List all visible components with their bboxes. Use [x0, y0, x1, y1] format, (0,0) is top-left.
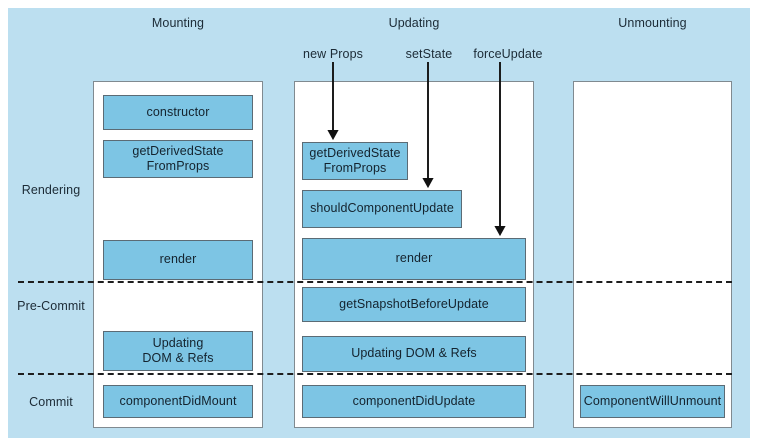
- method-box-mounting-render[interactable]: render: [103, 240, 253, 280]
- column-header-mounting: Mounting: [151, 16, 205, 30]
- trigger-label-new-props: new Props: [303, 47, 363, 61]
- phase-divider-pre-commit-to-commit: [18, 373, 732, 375]
- trigger-label-set-state: setState: [405, 47, 453, 61]
- method-box-updating-get-snapshot-before-update[interactable]: getSnapshotBeforeUpdate: [302, 287, 526, 322]
- phase-divider-render-to-pre-commit: [18, 281, 732, 283]
- method-box-mounting-component-did-mount[interactable]: componentDidMount: [103, 385, 253, 418]
- column-header-unmounting: Unmounting: [618, 16, 687, 30]
- column-header-updating: Updating: [388, 16, 440, 30]
- method-box-mounting-get-derived-state-from-props[interactable]: getDerivedState FromProps: [103, 140, 253, 178]
- method-box-updating-should-component-update[interactable]: shouldComponentUpdate: [302, 190, 462, 228]
- method-box-mounting-updating-dom-and-refs[interactable]: Updating DOM & Refs: [103, 331, 253, 371]
- phase-label-pre-commit: Pre-Commit: [17, 299, 85, 313]
- lane-unmounting: [573, 81, 732, 428]
- phase-label-commit: Commit: [29, 395, 73, 409]
- trigger-label-force-update: forceUpdate: [473, 47, 543, 61]
- method-box-mounting-constructor[interactable]: constructor: [103, 95, 253, 130]
- phase-label-rendering: Rendering: [21, 183, 81, 197]
- method-box-updating-component-did-update[interactable]: componentDidUpdate: [302, 385, 526, 418]
- method-box-updating-render[interactable]: render: [302, 238, 526, 280]
- method-box-unmounting-component-will-unmount[interactable]: ComponentWillUnmount: [580, 385, 725, 418]
- method-box-updating-get-derived-state-from-props[interactable]: getDerivedState FromProps: [302, 142, 408, 180]
- method-box-updating-updating-dom-and-refs[interactable]: Updating DOM & Refs: [302, 336, 526, 372]
